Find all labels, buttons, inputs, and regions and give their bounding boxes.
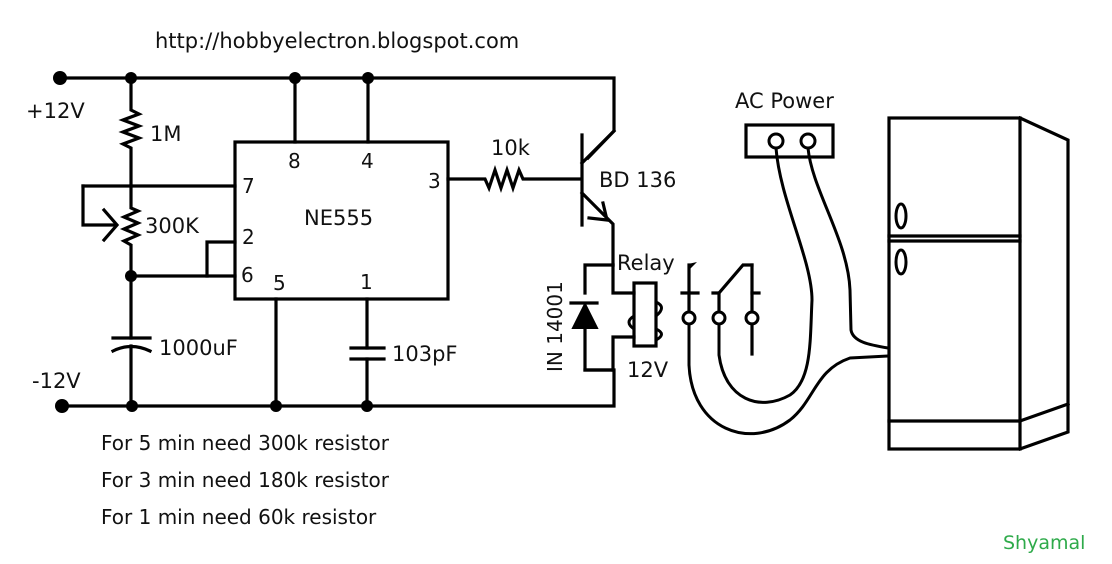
pin-2-label: 2 <box>242 225 255 249</box>
potentiometer-300k <box>101 184 143 278</box>
transistor-bd136 <box>579 128 617 267</box>
capacitor-1000uf-label: 1000uF <box>159 336 238 360</box>
capacitor-103pf-label: 103pF <box>392 342 458 366</box>
positive-voltage-label: +12V <box>26 99 85 123</box>
contact-terminal <box>711 310 727 326</box>
refrigerator-icon <box>887 115 1071 452</box>
ne555-ic: 8 4 3 7 2 6 5 1 NE555 <box>233 140 450 301</box>
contact-terminal <box>681 310 697 326</box>
potentiometer-label: 300K <box>145 214 200 238</box>
author-signature: Shyamal <box>1003 532 1085 554</box>
pin2-link <box>205 240 237 278</box>
pin-8-label: 8 <box>288 149 301 173</box>
fridge-handle <box>894 202 908 230</box>
ac-power-label: AC Power <box>735 89 834 113</box>
socket-hole <box>767 132 785 150</box>
blog-url: http://hobbyelectron.blogspot.com <box>155 29 519 53</box>
negative-terminal <box>55 399 69 413</box>
pin-1-label: 1 <box>360 270 373 294</box>
transistor-label: BD 136 <box>599 168 676 192</box>
ic-name: NE555 <box>304 206 373 230</box>
note-line: For 5 min need 300k resistor <box>101 431 390 455</box>
ac-power-socket <box>744 123 835 159</box>
relay-label: Relay <box>617 251 675 275</box>
fridge-handle <box>894 248 908 276</box>
timing-notes: For 5 min need 300k resistor For 3 min n… <box>101 431 390 529</box>
resistor-1m-label: 1M <box>150 122 181 146</box>
note-line: For 1 min need 60k resistor <box>101 505 377 529</box>
negative-voltage-label: -12V <box>32 369 81 393</box>
diode-1n4001 <box>569 263 636 372</box>
wiper-loop <box>81 184 118 227</box>
relay-contacts <box>680 262 761 356</box>
socket-hole <box>799 132 817 150</box>
capacitor-1000uf <box>110 274 153 408</box>
diode-label: IN 14001 <box>543 281 567 372</box>
pin-3-label: 3 <box>428 169 441 193</box>
resistor-10k <box>446 164 583 194</box>
power-cable <box>687 146 890 436</box>
relay-coil <box>627 281 663 348</box>
resistor-10k-label: 10k <box>491 136 531 160</box>
pin-4-label: 4 <box>361 149 374 173</box>
pin-6-label: 6 <box>241 263 254 287</box>
pin-7-label: 7 <box>242 174 255 198</box>
positive-terminal <box>53 71 67 85</box>
contact-terminal <box>744 310 760 326</box>
capacitor-103pf <box>349 297 386 408</box>
negative-rail <box>55 368 616 413</box>
resistor-1m <box>118 76 144 188</box>
note-line: For 3 min need 180k resistor <box>101 468 390 492</box>
relay-voltage-label: 12V <box>627 358 669 382</box>
pin-5-label: 5 <box>273 271 286 295</box>
